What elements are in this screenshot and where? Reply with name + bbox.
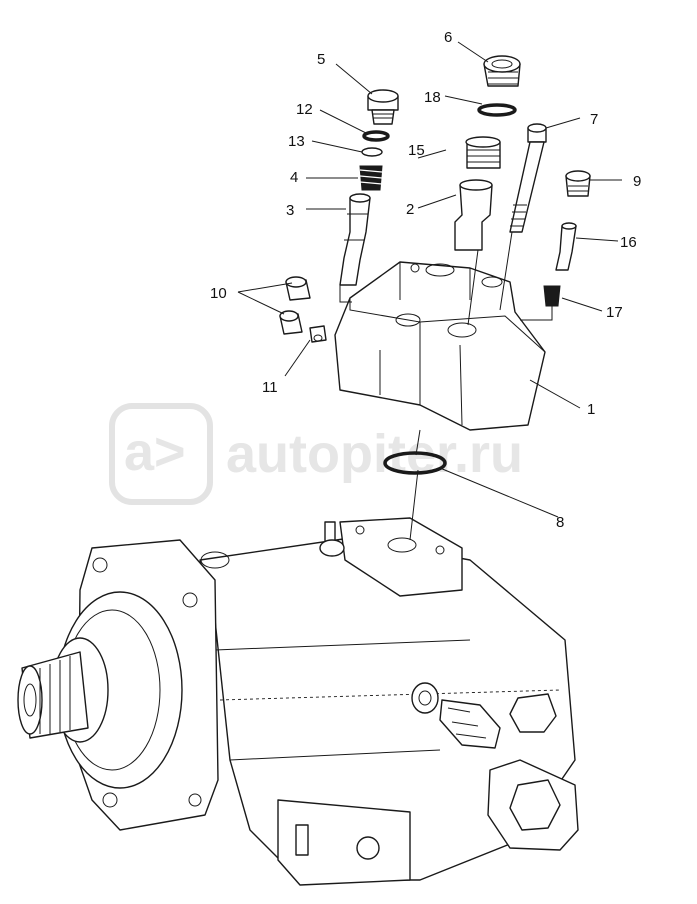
part-7-bolt: [509, 123, 547, 233]
motor-housing: [17, 517, 579, 886]
callout-12: 12: [296, 101, 313, 118]
callout-16: 16: [620, 234, 637, 251]
part-16-poppet: [555, 222, 577, 271]
part-3-poppet: [339, 193, 371, 286]
callout-15: 15: [408, 142, 425, 159]
watermark-text: autopiter.ru: [226, 424, 523, 484]
callout-10: 10: [210, 285, 227, 302]
callout-1: 1: [587, 401, 595, 418]
part-17-spring: [543, 285, 561, 307]
callout-11: 11: [262, 379, 278, 396]
part-18-o-ring: [477, 103, 517, 117]
leader-lines: [237, 41, 622, 518]
callout-4: 4: [290, 169, 298, 186]
callout-13: 13: [288, 133, 305, 150]
callout-9: 9: [633, 173, 641, 190]
callout-5: 5: [317, 51, 325, 68]
part-1-valve-block: [334, 261, 546, 431]
assembly-lines: [339, 231, 553, 541]
part-8-o-ring: [383, 451, 447, 475]
callout-6: 6: [444, 29, 452, 46]
callout-8: 8: [556, 514, 564, 531]
part-11-small-plug: [309, 325, 327, 343]
watermark-logo: a>: [124, 422, 186, 482]
part-5-plug: [367, 89, 399, 125]
part-10-plugs: [279, 276, 311, 335]
part-15-sleeve: [465, 136, 501, 169]
part-9-plug: [565, 170, 591, 197]
callout-2: 2: [406, 201, 414, 218]
part-13-washer: [361, 147, 383, 157]
part-2-spool: [454, 179, 493, 251]
callout-labels: 1 2 3 4 5 6 7 8 9 10 11 12 13 15 16 17 1…: [210, 29, 641, 531]
callout-7: 7: [590, 111, 598, 128]
callout-3: 3: [286, 202, 294, 219]
callout-17: 17: [606, 304, 623, 321]
callout-18: 18: [424, 89, 441, 106]
part-12-ring: [362, 130, 390, 142]
part-6-plug: [483, 55, 521, 87]
part-4-spring: [359, 165, 383, 191]
watermark: a> autopiter.ru: [109, 403, 523, 505]
